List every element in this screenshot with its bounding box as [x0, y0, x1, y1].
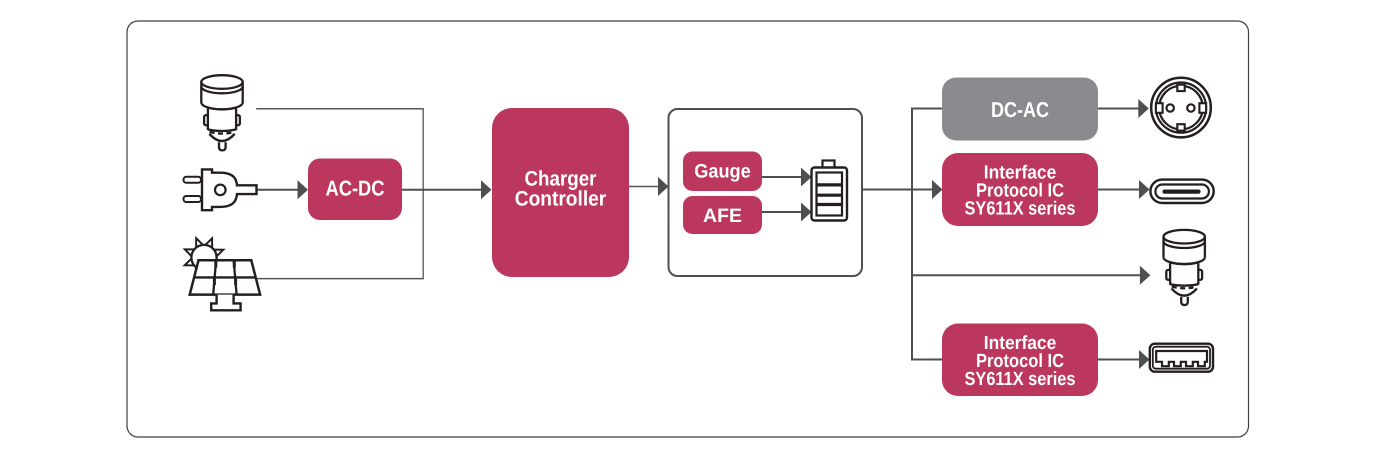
svg-text:SY611X series: SY611X series: [965, 199, 1076, 220]
svg-text:Protocol IC: Protocol IC: [976, 351, 1064, 372]
svg-text:Controller: Controller: [515, 188, 607, 211]
svg-text:Interface: Interface: [984, 333, 1057, 354]
svg-text:Protocol IC: Protocol IC: [976, 181, 1064, 202]
svg-text:AC-DC: AC-DC: [326, 177, 385, 201]
svg-text:AFE: AFE: [703, 205, 742, 227]
svg-text:DC-AC: DC-AC: [991, 98, 1049, 122]
svg-text:SY611X series: SY611X series: [965, 369, 1076, 390]
svg-text:Gauge: Gauge: [694, 161, 751, 183]
svg-text:Interface: Interface: [984, 163, 1057, 184]
svg-text:Charger: Charger: [525, 168, 597, 191]
